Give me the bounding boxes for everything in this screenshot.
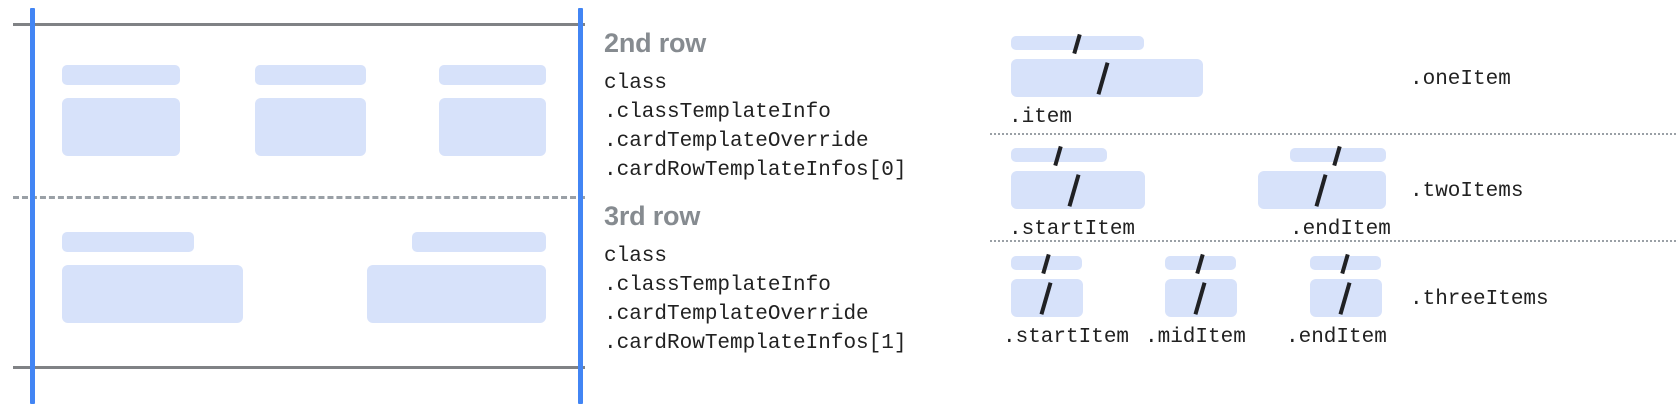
row3-item1-value-box bbox=[62, 265, 243, 323]
dotted-layout-divider bbox=[990, 240, 1676, 242]
row2-item2-label-bar bbox=[255, 65, 366, 85]
card-rows-preview bbox=[0, 0, 600, 412]
three-items-group-label: .threeItems bbox=[1410, 288, 1549, 311]
two-items-end-label-bar bbox=[1290, 148, 1386, 162]
second-row-code-line-1: class bbox=[604, 72, 668, 95]
one-item-layout: .item .oneItem bbox=[990, 24, 1676, 134]
third-row-code-line-2: .classTemplateInfo bbox=[604, 274, 831, 297]
one-item-value-box bbox=[1011, 59, 1203, 97]
three-items-start-name-label: .startItem bbox=[1003, 326, 1130, 349]
card-row-divider bbox=[13, 196, 585, 199]
three-items-end-name-label: .endItem bbox=[1286, 326, 1387, 349]
second-row-code-line-2: .classTemplateInfo bbox=[604, 101, 831, 124]
card-bottom-rule bbox=[13, 366, 585, 369]
three-items-start-value-box bbox=[1011, 279, 1083, 317]
third-row-code-line-1: class bbox=[604, 245, 668, 268]
row3-item2-label-bar bbox=[412, 232, 546, 252]
three-items-end-value-box bbox=[1310, 279, 1382, 317]
two-items-end-value-box bbox=[1258, 171, 1386, 209]
third-row-code-line-3: .cardTemplateOverride bbox=[604, 303, 869, 326]
two-items-start-value-box bbox=[1011, 171, 1145, 209]
row2-item3-label-bar bbox=[439, 65, 546, 85]
two-items-end-name-label: .endItem bbox=[1290, 218, 1391, 241]
left-vertical-guide bbox=[30, 8, 35, 404]
two-items-layout: .startItem .endItem .twoItems bbox=[990, 140, 1676, 241]
dotted-layout-divider bbox=[990, 133, 1676, 135]
second-row-code-line-3: .cardTemplateOverride bbox=[604, 130, 869, 153]
card-top-rule bbox=[13, 23, 585, 26]
three-items-layout: .startItem .midItem .endItem .threeItems bbox=[990, 247, 1676, 357]
one-item-name-label: .item bbox=[1009, 106, 1073, 129]
right-vertical-guide bbox=[578, 8, 583, 404]
row2-item2-value-box bbox=[255, 98, 366, 156]
one-item-label-bar bbox=[1011, 36, 1144, 50]
two-items-group-label: .twoItems bbox=[1410, 180, 1524, 203]
two-items-start-name-label: .startItem bbox=[1009, 218, 1136, 241]
second-row-title: 2nd row bbox=[604, 28, 707, 58]
three-items-mid-name-label: .midItem bbox=[1145, 326, 1246, 349]
three-items-end-label-bar bbox=[1310, 256, 1381, 270]
row3-item2-value-box bbox=[367, 265, 546, 323]
three-items-mid-label-bar bbox=[1165, 256, 1236, 270]
row3-item1-label-bar bbox=[62, 232, 194, 252]
second-row-description: 2nd row class .classTemplateInfo .cardTe… bbox=[604, 28, 944, 193]
third-row-title: 3rd row bbox=[604, 201, 701, 231]
row2-item1-value-box bbox=[62, 98, 180, 156]
second-row-code-line-4: .cardRowTemplateInfos[0] bbox=[604, 159, 907, 182]
third-row-description: 3rd row class .classTemplateInfo .cardTe… bbox=[604, 201, 944, 366]
three-items-start-label-bar bbox=[1011, 256, 1082, 270]
third-row-code-line-4: .cardRowTemplateInfos[1] bbox=[604, 332, 907, 355]
two-items-start-label-bar bbox=[1011, 148, 1107, 162]
row2-item3-value-box bbox=[439, 98, 546, 156]
three-items-mid-value-box bbox=[1165, 279, 1237, 317]
one-item-group-label: .oneItem bbox=[1410, 68, 1511, 91]
row2-item1-label-bar bbox=[62, 65, 180, 85]
